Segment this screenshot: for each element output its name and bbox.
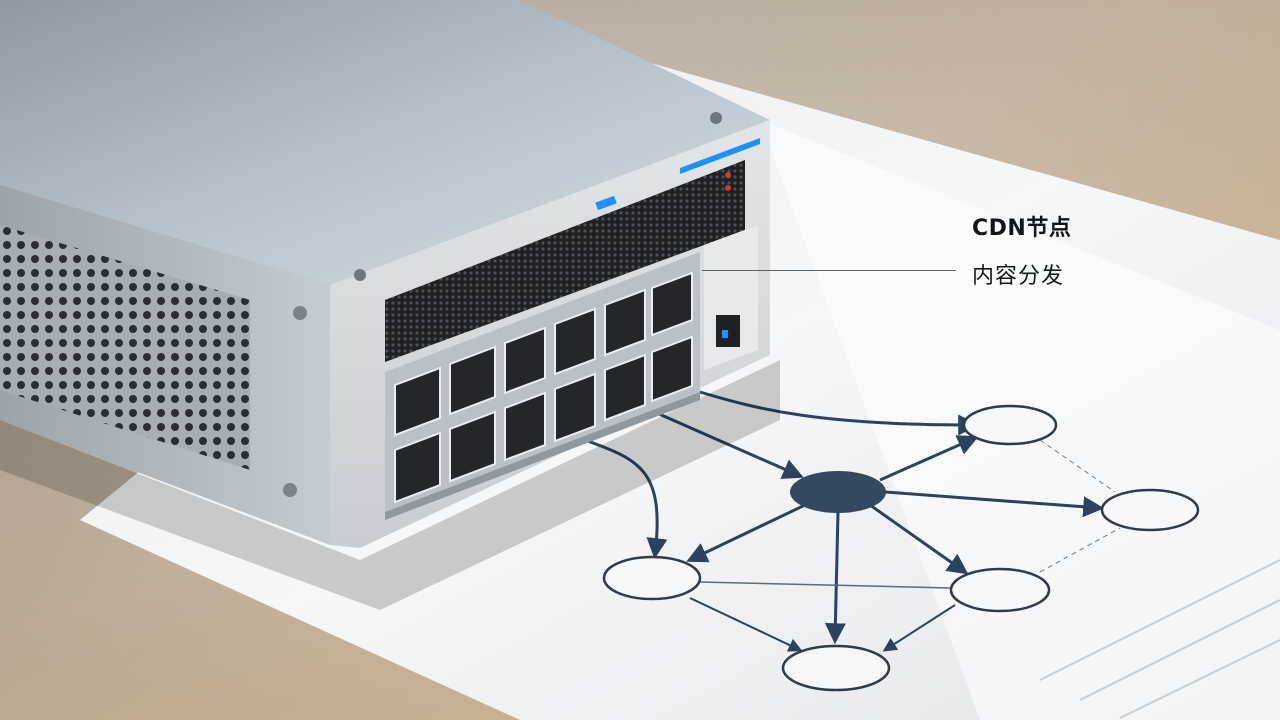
callout-subtitle: 内容分发 (972, 264, 1065, 289)
callout-title: CDN节点 (972, 216, 1072, 241)
callout-leader-line (702, 270, 956, 271)
hub-node (790, 471, 886, 513)
network-diagram (584, 390, 1121, 652)
